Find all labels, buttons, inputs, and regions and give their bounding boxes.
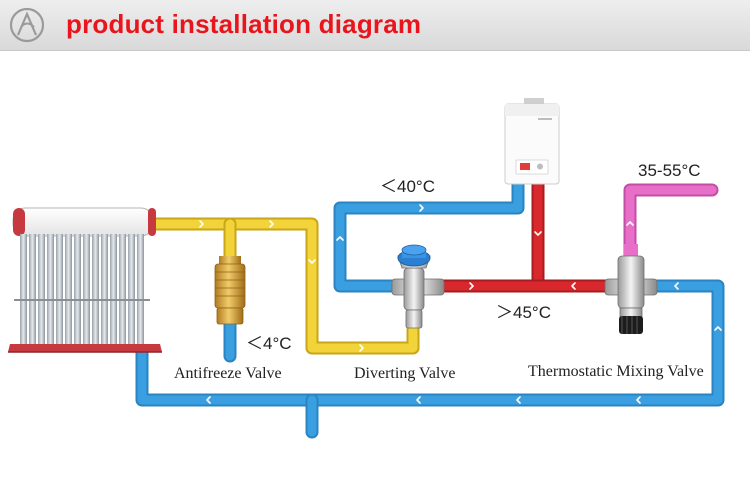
antifreeze-valve-icon xyxy=(214,256,246,325)
middle-pipe-temperature-label: ＞45°C xyxy=(496,303,551,322)
antifreeze-valve-label: Antifreeze Valve xyxy=(174,365,282,382)
antifreeze-temperature-label: ＜4°C xyxy=(246,334,292,353)
solar-water-heater-icon xyxy=(8,207,162,353)
thermostatic-mixing-valve-icon xyxy=(604,244,658,334)
upper-cold-pipe xyxy=(333,176,525,293)
gas-water-heater-icon xyxy=(504,98,560,185)
header-bar: product installation diagram xyxy=(0,0,750,51)
mixed-outlet-pipe xyxy=(623,183,719,262)
solar-supply-pipe xyxy=(143,217,420,355)
outlet-temperature-label: 35-55°C xyxy=(638,161,701,180)
flow-arrows xyxy=(199,204,722,404)
page-title: product installation diagram xyxy=(66,9,422,39)
pipe-network xyxy=(135,176,725,439)
diverting-valve-label: Diverting Valve xyxy=(354,365,455,382)
thermostatic-mixing-valve-label: Thermostatic Mixing Valve xyxy=(528,363,704,380)
diverting-valve-icon xyxy=(391,244,445,329)
upper-pipe-temperature-label: ＜40°C xyxy=(380,177,435,196)
brand-logo-icon xyxy=(9,7,45,43)
cold-water-loop-pipe xyxy=(135,279,725,439)
